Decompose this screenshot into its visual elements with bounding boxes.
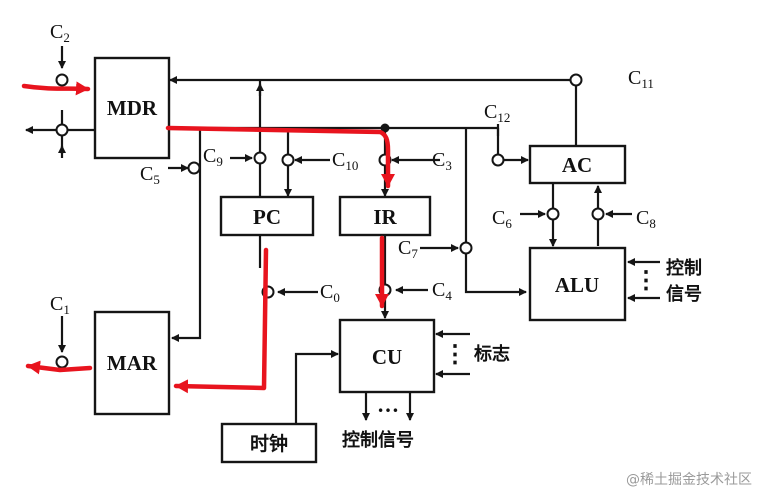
red-path-pc-to-mar — [173, 247, 269, 394]
signal-c7: C7 — [398, 237, 418, 261]
gate-c10 — [281, 153, 295, 167]
ir-register — [338, 195, 432, 237]
mdr-label: MDR — [107, 96, 158, 120]
signal-c1: C1 — [50, 293, 70, 317]
signal-c9: C9 — [203, 145, 223, 169]
cu-flags-label: 标志 — [473, 343, 510, 365]
signal-c5: C5 — [140, 163, 160, 187]
gate-c7 — [459, 241, 473, 255]
cu-unit — [338, 318, 436, 394]
signal-c0: C0 — [320, 281, 340, 305]
gate-c2 — [55, 73, 69, 87]
signal-c6: C6 — [492, 207, 512, 231]
gate-c9 — [253, 151, 267, 165]
clock-unit — [220, 422, 318, 464]
pc-register — [219, 195, 315, 237]
signal-c8: C8 — [636, 207, 656, 231]
gate-c5 — [187, 161, 201, 175]
mdr-register — [93, 56, 171, 160]
alu-control-label-line2: 信号 — [666, 283, 702, 305]
ac-label: AC — [562, 153, 592, 177]
bus-junction-dot — [380, 123, 390, 133]
ac-register — [528, 144, 627, 185]
gate-circles — [55, 73, 605, 369]
mar-label: MAR — [107, 351, 158, 375]
gate-c12 — [491, 153, 505, 167]
alu-control-label-line1: 控制 — [666, 257, 702, 279]
gate-c11 — [569, 73, 583, 87]
signal-c3: C3 — [432, 149, 452, 173]
ir-label: IR — [373, 205, 397, 229]
mar-register — [93, 310, 171, 416]
cu-flags-dots: ⋮ — [443, 342, 467, 368]
clock-label: 时钟 — [250, 432, 288, 455]
signal-c10: C10 — [332, 149, 358, 173]
red-path-mar-out — [25, 360, 93, 375]
gate-c8 — [591, 207, 605, 221]
alu-control-dots: ⋮ — [634, 268, 658, 294]
red-highlight-paths — [21, 81, 395, 394]
signal-c11: C11 — [628, 67, 654, 91]
alu-label: ALU — [555, 273, 599, 297]
gate-c6 — [546, 207, 560, 221]
signal-c12: C12 — [484, 101, 510, 125]
red-path-into-mdr — [21, 81, 91, 96]
signal-c4: C4 — [432, 279, 452, 303]
gate-c1 — [55, 355, 69, 369]
cu-control-dots: … — [377, 392, 399, 417]
cu-label: CU — [372, 345, 402, 369]
gate-mdr-out — [55, 123, 69, 137]
cu-control-label: 控制信号 — [342, 429, 414, 451]
alu-unit — [528, 246, 627, 322]
red-path-mdr-to-ir — [165, 125, 395, 189]
signal-c2: C2 — [50, 21, 70, 45]
watermark: @稀土掘金技术社区 — [626, 472, 752, 488]
pc-label: PC — [253, 205, 281, 229]
